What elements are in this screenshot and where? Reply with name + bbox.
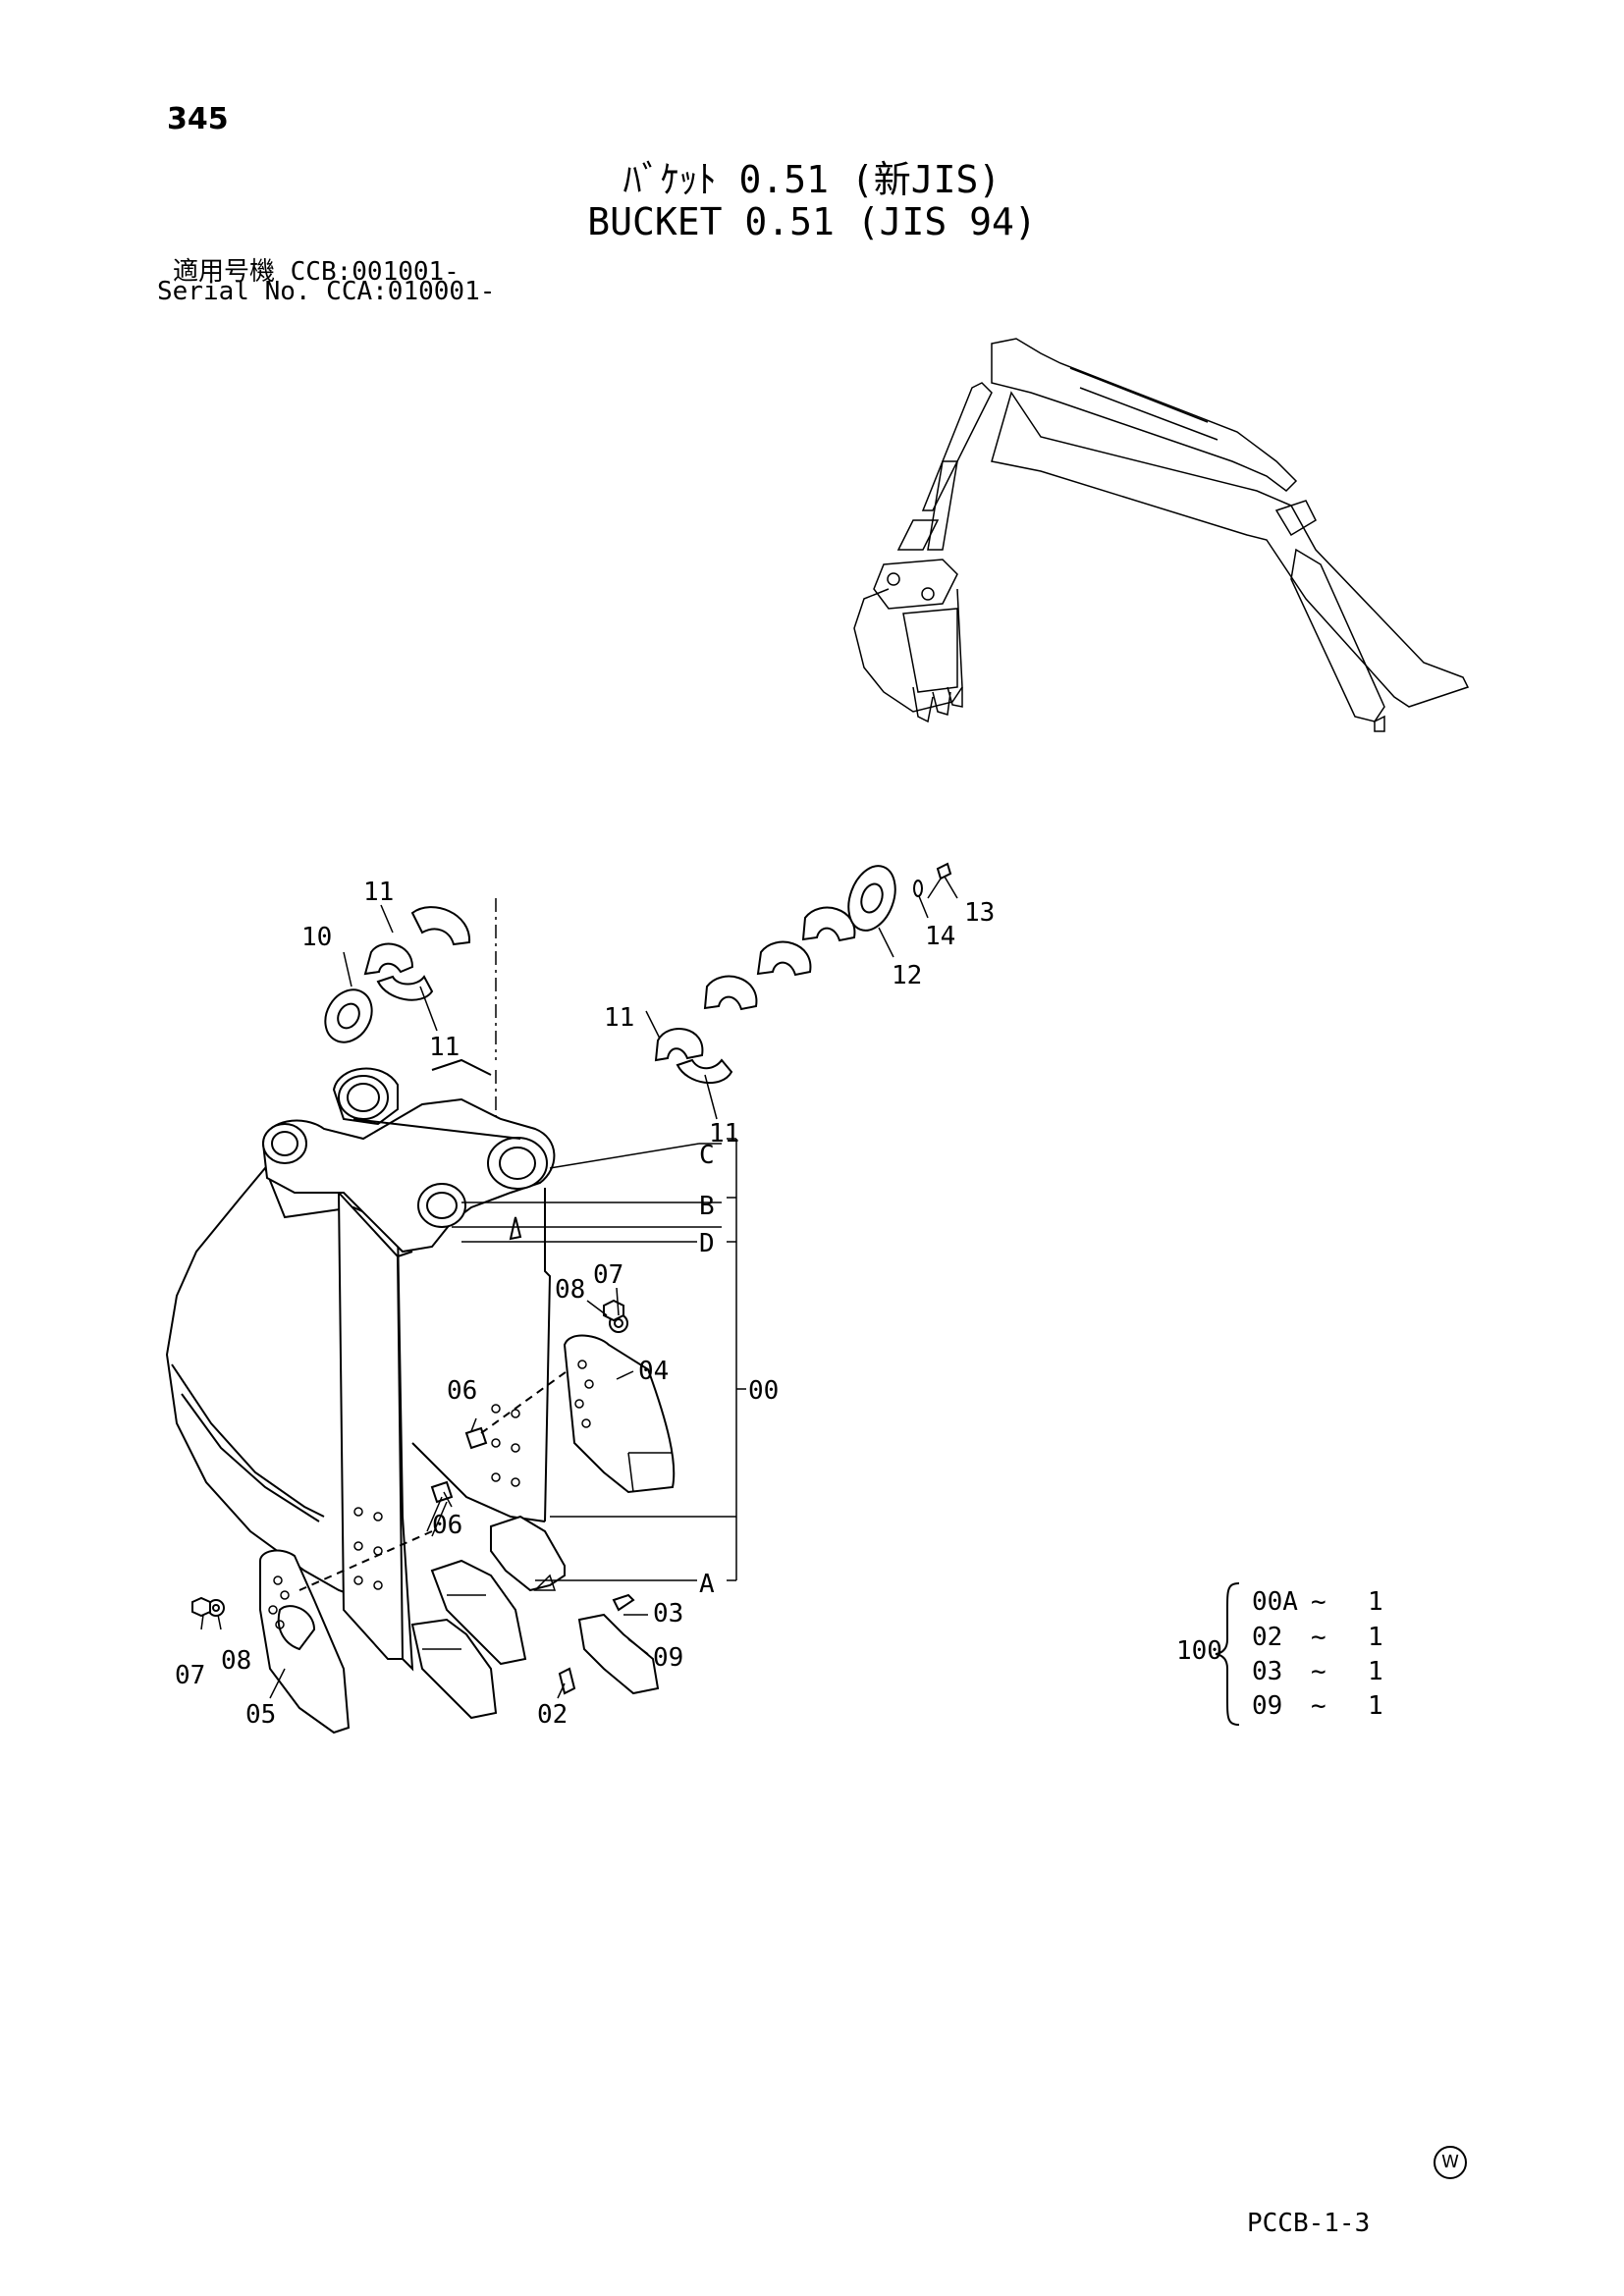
kit-item-sep: ~	[1311, 1623, 1326, 1652]
leader-lines	[200, 876, 958, 1699]
callout-05: 05	[245, 1700, 276, 1730]
circled-mark: W	[1434, 2146, 1467, 2179]
callout-07: 07	[593, 1260, 623, 1290]
callout-03: 03	[653, 1599, 683, 1629]
callout-13: 13	[964, 898, 995, 928]
kit-item-sep: ~	[1311, 1691, 1326, 1721]
kit-contents-table: 100 00A ~ 1 02 ~ 1 03 ~ 1 09 ~ 1	[1176, 1582, 1383, 1726]
serial-number-english: Serial No. CCA:010001-	[157, 277, 496, 306]
callout-B: B	[699, 1192, 715, 1221]
document-code: PCCB-1-3	[1247, 2209, 1371, 2238]
kit-number: 100	[1176, 1636, 1222, 1666]
callout-11: 11	[429, 1033, 460, 1062]
serial-number-japanese: 適用号機 CCB:001001-	[173, 257, 460, 287]
callout-A: A	[699, 1570, 715, 1599]
callout-14: 14	[925, 922, 955, 951]
callout-08: 08	[221, 1646, 251, 1676]
page-number: 345	[167, 102, 229, 136]
callout-02: 02	[537, 1700, 568, 1730]
kit-item-sep: ~	[1311, 1657, 1326, 1686]
callout-04: 04	[638, 1357, 669, 1386]
callout-D: D	[699, 1229, 715, 1258]
callout-06: 06	[432, 1511, 462, 1540]
callout-08: 08	[555, 1275, 585, 1305]
callout-11: 11	[604, 1003, 634, 1033]
kit-item-part: 00A	[1252, 1587, 1298, 1617]
callout-11: 11	[363, 878, 394, 907]
kit-item-qty: 1	[1368, 1691, 1383, 1721]
kit-item-part: 09	[1252, 1691, 1282, 1721]
kit-item-qty: 1	[1368, 1623, 1383, 1652]
callout-07: 07	[175, 1661, 205, 1690]
callout-11: 11	[709, 1119, 739, 1148]
callout-12: 12	[892, 961, 922, 990]
callout-C: C	[699, 1141, 715, 1170]
kit-item-part: 02	[1252, 1623, 1282, 1652]
bucket-exploded-view-icon	[165, 862, 952, 1735]
callout-06: 06	[447, 1376, 477, 1406]
callout-10: 10	[301, 923, 332, 952]
kit-item-qty: 1	[1368, 1587, 1383, 1617]
kit-item-part: 03	[1252, 1657, 1282, 1686]
callout-09: 09	[653, 1643, 683, 1673]
callout-labels: 11 10 11 11 11 13 14 12 C B D 00 A 07 08…	[175, 878, 995, 1730]
title-english: BUCKET 0.51 (JIS 94)	[587, 200, 1037, 243]
title-japanese: ﾊﾞｹｯﾄ 0.51 (新JIS)	[623, 158, 1001, 201]
kit-item-qty: 1	[1368, 1657, 1383, 1686]
kit-item-sep: ~	[1311, 1587, 1326, 1617]
excavator-arm-icon	[853, 338, 1470, 732]
callout-00: 00	[748, 1376, 779, 1406]
